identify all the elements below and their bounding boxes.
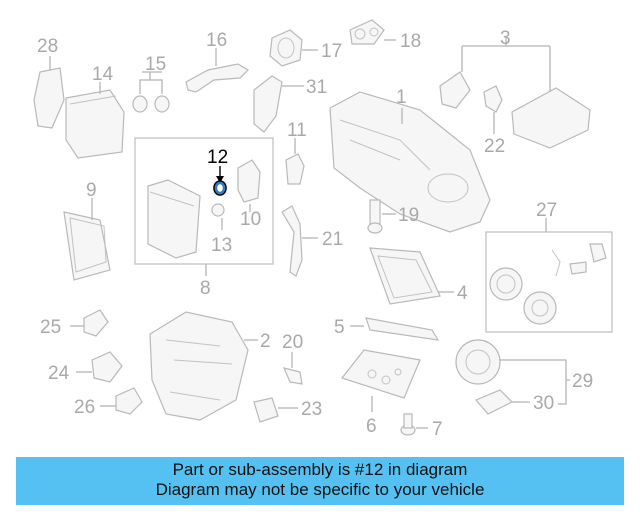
part-15[interactable] [132,71,170,113]
part-28[interactable] [33,56,65,129]
banner-line-2: Diagram may not be specific to your vehi… [155,480,485,499]
label-19: 19 [398,205,419,226]
part-5[interactable] [350,317,440,341]
part-18[interactable] [349,19,396,45]
label-1: 1 [396,87,407,108]
label-31: 31 [306,77,327,98]
part-26[interactable] [100,387,143,415]
label-18: 18 [400,31,421,52]
part-30[interactable] [475,389,530,415]
parts-diagram: 28 14 15 16 17 18 31 [33,19,613,440]
part-6[interactable] [340,349,421,412]
part-21[interactable] [281,205,318,277]
label-26: 26 [74,397,95,418]
info-banner: Part or sub-assembly is #12 in diagram D… [16,457,624,505]
label-5: 5 [334,317,345,338]
part-9[interactable] [63,198,111,281]
label-12: 12 [207,147,228,168]
part-11[interactable] [285,138,305,185]
part-20[interactable] [282,352,303,385]
label-11: 11 [287,120,307,141]
label-27: 27 [536,200,557,221]
label-2: 2 [260,331,271,352]
part-2[interactable] [149,311,258,421]
label-17: 17 [321,41,342,62]
label-3: 3 [500,28,511,49]
part-16[interactable] [185,48,249,93]
label-13: 13 [211,235,232,256]
label-25: 25 [40,317,61,338]
part-1[interactable] [329,91,491,233]
part-19[interactable] [367,199,396,234]
part-25[interactable] [70,309,109,337]
part-3[interactable] [439,36,591,149]
label-22: 22 [484,136,505,157]
banner-line-1: Part or sub-assembly is #12 in diagram [172,460,468,479]
part-13[interactable] [211,203,225,230]
part-24[interactable] [76,351,123,383]
part-29[interactable] [455,339,570,405]
part-10[interactable] [237,159,261,212]
part-22[interactable] [483,85,503,134]
label-15: 15 [145,54,166,75]
label-4: 4 [457,283,468,304]
label-23: 23 [301,399,322,420]
part-23[interactable] [253,397,298,423]
part-4[interactable] [369,247,454,305]
label-14: 14 [92,64,114,85]
part-31[interactable] [253,75,304,133]
part-17[interactable] [269,29,318,67]
label-9: 9 [86,180,97,201]
label-29: 29 [572,371,593,392]
label-10: 10 [240,209,261,230]
label-16: 16 [206,30,227,51]
label-24: 24 [48,363,70,384]
part-8[interactable] [134,137,274,276]
label-6: 6 [366,416,377,437]
label-20: 20 [282,332,303,353]
label-7: 7 [432,419,443,440]
label-21: 21 [322,229,343,250]
part-12[interactable] [213,166,227,196]
part-27[interactable] [485,218,613,333]
part-7[interactable] [400,413,428,436]
label-8: 8 [200,278,211,299]
label-28: 28 [37,36,58,57]
part-14[interactable] [65,82,125,159]
label-30: 30 [533,393,554,414]
